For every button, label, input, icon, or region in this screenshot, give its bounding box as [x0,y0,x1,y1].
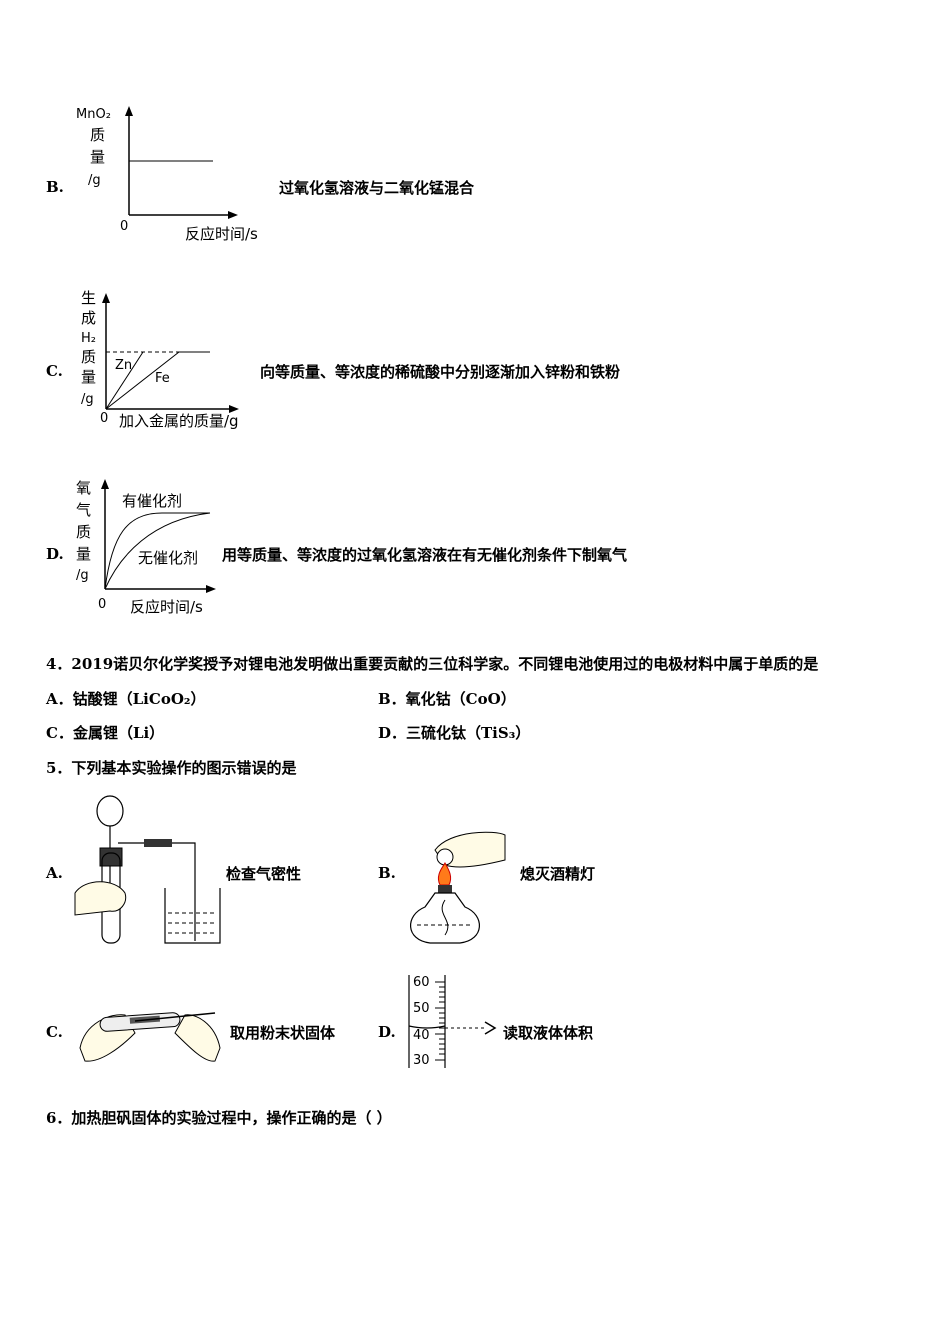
graph-c: 生 成 H₂ 质 量 /g Zn Fe 0 加入金属的质量/g [81,289,239,430]
graph-c-fe-line [105,351,180,410]
graph-d-ylabel-4: /g [76,568,89,583]
graph-b-origin: 0 [120,219,128,234]
graph-d-nocatalyst-curve [104,512,211,590]
option-d-label: D. [46,545,64,563]
q4-option-c: C．金属锂（Li） [46,724,165,742]
graph-b: MnO₂ 质 量 /g 0 反应时间/s [76,106,258,243]
scale-60: 60 [413,975,430,990]
graph-d-series-catalyst: 有催化剂 [122,492,182,510]
graph-d-ylabel-2: 质 [76,523,91,541]
alcohol-lamp-image [410,831,506,944]
graph-c-ylabel-4: 量 [81,368,96,386]
option-d-desc: 用等质量、等浓度的过氧化氢溶液在有无催化剂条件下制氧气 [222,546,628,564]
graph-c-origin: 0 [100,411,108,426]
graph-c-ylabel-0: 生 [81,289,96,307]
q5-option-c-label: C. [46,1023,63,1041]
q5-option-a-label: A. [46,864,63,882]
scale-50: 50 [413,1001,430,1016]
graph-c-ylabel-3: 质 [81,348,96,366]
graph-b-ylabel-0: MnO₂ [76,107,111,122]
graph-d-catalyst-curve [104,512,210,590]
graph-b-ylabel-3: /g [88,173,101,188]
graph-c-xlabel: 加入金属的质量/g [119,412,239,430]
q4-option-b: B．氧化钴（CoO） [378,690,516,708]
graph-c-ylabel-2: H₂ [81,331,96,346]
graph-b-ylabel-2: 量 [90,148,105,166]
option-c-label: C. [46,362,63,380]
graph-d-xlabel: 反应时间/s [130,598,203,616]
graph-b-ylabel-1: 质 [90,126,105,144]
graph-c-series-fe: Fe [155,371,170,386]
graph-d-ylabel-0: 氧 [76,479,91,497]
scale-30: 30 [413,1053,430,1068]
powder-solid-image [79,1012,221,1062]
q5-option-d-desc: 读取液体体积 [503,1024,594,1042]
q5-option-c-desc: 取用粉末状固体 [230,1024,336,1042]
graph-c-series-zn: Zn [115,358,132,373]
graduated-cylinder-image: 60 50 40 30 [408,975,497,1068]
scale-40: 40 [413,1028,430,1043]
option-b-desc: 过氧化氢溶液与二氧化锰混合 [279,179,475,197]
q4-option-a: A．钴酸锂（LiCoO₂） [46,690,206,708]
option-c-desc: 向等质量、等浓度的稀硫酸中分别逐渐加入锌粉和铁粉 [260,363,621,381]
graph-c-zn-line [105,351,144,410]
graph-c-ylabel-1: 成 [81,309,96,327]
q5-option-b-label: B. [378,864,396,882]
q5-option-b-desc: 熄灭酒精灯 [520,865,596,883]
q5-option-a-desc: 检查气密性 [226,865,302,883]
graph-d-origin: 0 [98,597,106,612]
apparatus-airtightness-image [74,795,221,944]
question-4-text: 4．2019诺贝尔化学奖授予对锂电池发明做出重要贡献的三位科学家。不同锂电池使用… [46,655,819,673]
question-5-text: 5．下列基本实验操作的图示错误的是 [46,759,297,777]
graph-d-ylabel-3: 量 [76,545,91,563]
question-6-text: 6．加热胆矾固体的实验过程中，操作正确的是（ ） [46,1109,392,1127]
graph-d-series-nocatalyst: 无催化剂 [138,549,198,567]
graph-b-xlabel: 反应时间/s [185,225,258,243]
eye-icon [484,1021,497,1035]
q5-option-d-label: D. [378,1023,396,1041]
q4-option-d: D．三硫化钛（TiS₃） [378,724,531,742]
option-b-label: B. [46,178,64,196]
graph-d: 氧 气 质 量 /g 有催化剂 无催化剂 0 反应时间/s [76,479,216,616]
graph-c-ylabel-5: /g [81,392,94,407]
graph-d-ylabel-1: 气 [76,501,91,519]
